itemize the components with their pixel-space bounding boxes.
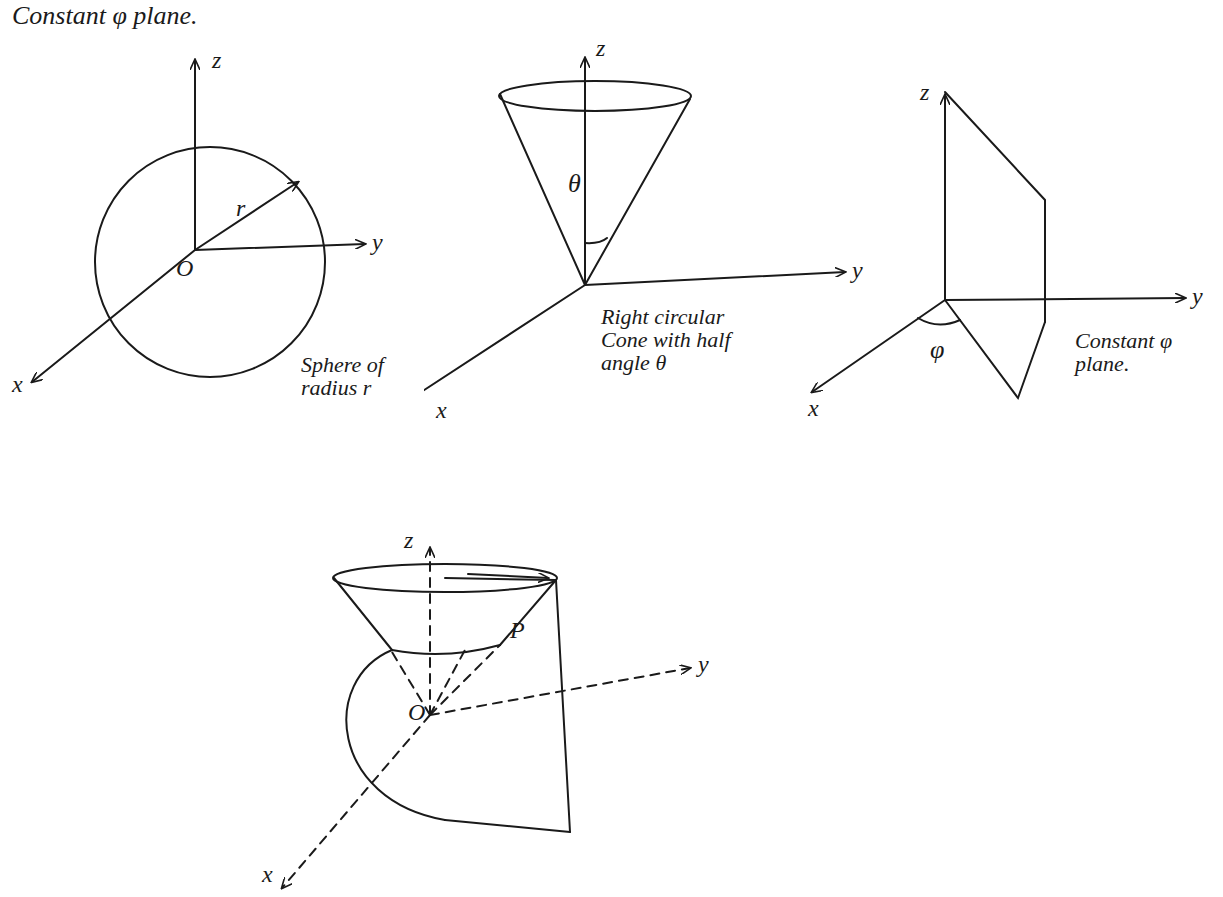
figure-label: Constant φ plane. [12,2,198,29]
figure-label: y [1192,284,1203,309]
figure-label: y [852,258,863,283]
figure-label: Right circular Cone with half angle θ [598,304,764,375]
figure-label: θ [568,170,581,197]
figure-label: z [404,528,413,553]
figure-label: z [920,80,929,105]
figure-label: O [408,700,425,725]
figure-label: x [12,372,23,397]
figure-label: x [808,396,819,421]
figure-label: y [698,652,709,677]
figure-label: Constant φ plane. [1072,328,1208,376]
figure-label: x [436,398,447,423]
figure-label: y [372,230,383,255]
figure-label: x [262,862,273,887]
figure-label: O [176,256,193,281]
figure-label: r [236,196,245,221]
figure-label: z [212,48,221,73]
figure-label: Sphere of radius r [298,352,424,400]
figure-label: φ [930,336,944,363]
figure-label: P [510,618,525,643]
figure-label: z [596,36,605,61]
